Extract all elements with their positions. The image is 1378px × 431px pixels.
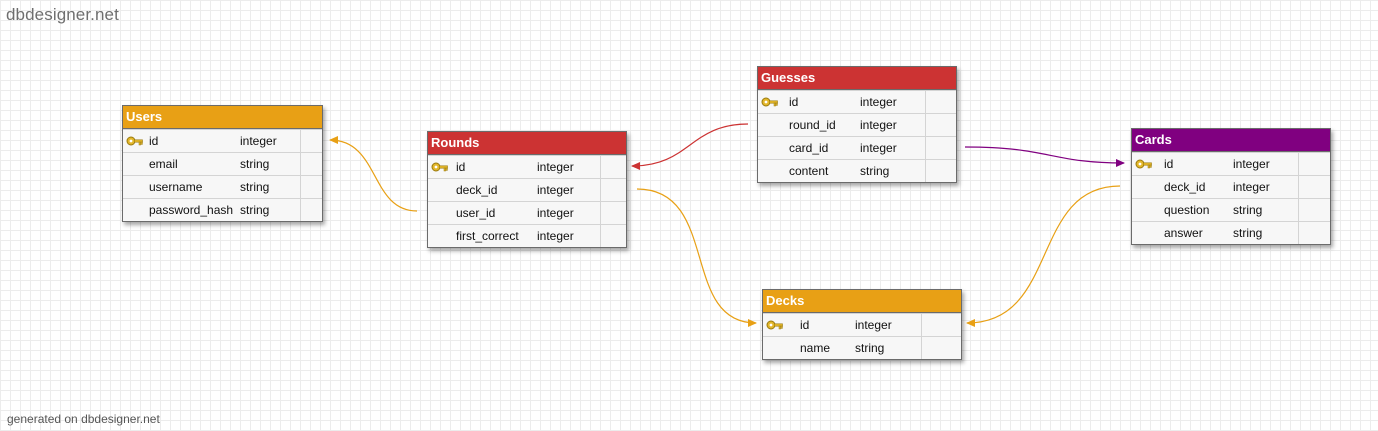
field-divider bbox=[300, 199, 301, 221]
field-divider bbox=[1298, 199, 1299, 221]
field-divider bbox=[1298, 176, 1299, 198]
table-decks[interactable]: Decks id integer name string bbox=[762, 289, 962, 360]
field-name: id bbox=[800, 318, 810, 332]
field-name: content bbox=[789, 164, 829, 178]
field-divider bbox=[921, 337, 922, 359]
field-type: string bbox=[860, 164, 890, 178]
table-row[interactable]: id integer bbox=[763, 313, 961, 336]
relation-guesses-card-id-to-cards-id[interactable] bbox=[964, 146, 1125, 167]
field-name: id bbox=[1164, 157, 1174, 171]
field-divider bbox=[600, 202, 601, 224]
field-divider bbox=[600, 156, 601, 178]
field-divider bbox=[921, 314, 922, 336]
primary-key-icon bbox=[431, 162, 448, 172]
table-row[interactable]: deck_id integer bbox=[428, 178, 626, 201]
field-type: integer bbox=[1233, 157, 1270, 171]
field-type: string bbox=[240, 203, 270, 217]
app-logo: dbdesigner.net bbox=[6, 5, 119, 24]
table-row[interactable]: id integer bbox=[1132, 152, 1330, 175]
field-type: string bbox=[240, 180, 270, 194]
table-row[interactable]: user_id integer bbox=[428, 201, 626, 224]
field-divider bbox=[1298, 153, 1299, 175]
field-type: string bbox=[1233, 203, 1263, 217]
field-name: question bbox=[1164, 203, 1210, 217]
table-cards[interactable]: Cards id integer deck_id integer questio… bbox=[1131, 128, 1331, 245]
table-users-header[interactable]: Users bbox=[123, 106, 322, 129]
field-type: integer bbox=[537, 160, 574, 174]
relation-rounds-deck-id-to-decks-id[interactable] bbox=[636, 188, 757, 327]
field-type: integer bbox=[537, 183, 574, 197]
table-row[interactable]: id integer bbox=[758, 90, 956, 113]
field-divider bbox=[300, 130, 301, 152]
table-guesses-header[interactable]: Guesses bbox=[758, 67, 956, 90]
field-name: user_id bbox=[456, 206, 496, 220]
field-type: integer bbox=[855, 318, 892, 332]
table-row[interactable]: id integer bbox=[123, 129, 322, 152]
field-divider bbox=[925, 91, 926, 113]
table-row[interactable]: answer string bbox=[1132, 221, 1330, 244]
table-row[interactable]: password_hash string bbox=[123, 198, 322, 221]
relation-cards-deck-id-to-decks-id[interactable] bbox=[966, 185, 1121, 327]
table-row[interactable]: card_id integer bbox=[758, 136, 956, 159]
field-name: email bbox=[149, 157, 178, 171]
primary-key-icon bbox=[761, 97, 778, 107]
primary-key-icon bbox=[1135, 159, 1152, 169]
field-divider bbox=[925, 137, 926, 159]
field-type: integer bbox=[860, 118, 897, 132]
field-divider bbox=[925, 160, 926, 182]
table-row[interactable]: question string bbox=[1132, 198, 1330, 221]
table-row[interactable]: first_correct integer bbox=[428, 224, 626, 247]
field-name: password_hash bbox=[149, 203, 234, 217]
field-name: name bbox=[800, 341, 831, 355]
table-cards-header[interactable]: Cards bbox=[1132, 129, 1330, 152]
field-divider bbox=[925, 114, 926, 136]
table-row[interactable]: name string bbox=[763, 336, 961, 359]
table-guesses[interactable]: Guesses id integer round_id integer card… bbox=[757, 66, 957, 183]
table-row[interactable]: deck_id integer bbox=[1132, 175, 1330, 198]
table-rounds-header[interactable]: Rounds bbox=[428, 132, 626, 155]
footer-credit: generated on dbdesigner.net bbox=[7, 412, 160, 426]
field-name: deck_id bbox=[456, 183, 498, 197]
field-type: integer bbox=[1233, 180, 1270, 194]
field-divider bbox=[300, 176, 301, 198]
field-name: first_correct bbox=[456, 229, 519, 243]
table-decks-header[interactable]: Decks bbox=[763, 290, 961, 313]
table-row[interactable]: username string bbox=[123, 175, 322, 198]
field-name: answer bbox=[1164, 226, 1203, 240]
field-name: deck_id bbox=[1164, 180, 1206, 194]
relation-guesses-round-id-to-rounds-id[interactable] bbox=[631, 123, 749, 170]
field-name: card_id bbox=[789, 141, 829, 155]
field-name: round_id bbox=[789, 118, 836, 132]
field-divider bbox=[600, 179, 601, 201]
field-divider bbox=[300, 153, 301, 175]
field-type: integer bbox=[537, 206, 574, 220]
table-row[interactable]: id integer bbox=[428, 155, 626, 178]
table-row[interactable]: email string bbox=[123, 152, 322, 175]
field-name: id bbox=[149, 134, 159, 148]
field-type: string bbox=[855, 341, 885, 355]
field-name: username bbox=[149, 180, 203, 194]
primary-key-icon bbox=[126, 136, 143, 146]
table-users[interactable]: Users id integer email string username s… bbox=[122, 105, 323, 222]
table-row[interactable]: content string bbox=[758, 159, 956, 182]
table-rounds[interactable]: Rounds id integer deck_id integer user_i… bbox=[427, 131, 627, 248]
field-type: string bbox=[1233, 226, 1263, 240]
field-divider bbox=[600, 225, 601, 247]
field-name: id bbox=[456, 160, 466, 174]
field-type: integer bbox=[860, 95, 897, 109]
table-row[interactable]: round_id integer bbox=[758, 113, 956, 136]
field-name: id bbox=[789, 95, 799, 109]
primary-key-icon bbox=[766, 320, 783, 330]
field-type: string bbox=[240, 157, 270, 171]
field-divider bbox=[1298, 222, 1299, 244]
field-type: integer bbox=[240, 134, 277, 148]
field-type: integer bbox=[537, 229, 574, 243]
relation-rounds-user-id-to-users-id[interactable] bbox=[329, 136, 418, 212]
field-type: integer bbox=[860, 141, 897, 155]
